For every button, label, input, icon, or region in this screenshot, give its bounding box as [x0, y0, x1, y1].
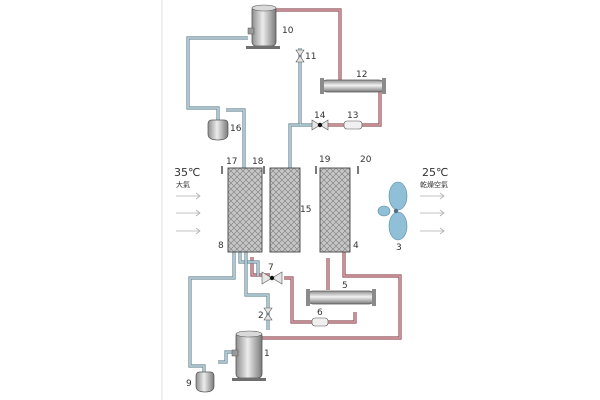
label-18: 18 — [252, 157, 264, 167]
expansion-valve-7-icon — [261, 271, 283, 285]
sensor-markers — [221, 166, 359, 174]
label-9: 9 — [186, 379, 192, 389]
label-11: 11 — [305, 52, 316, 62]
outlet-caption: 乾燥空氣 — [420, 180, 448, 189]
compressor-top-icon — [246, 4, 280, 49]
heat-exchanger-8-icon — [227, 167, 263, 253]
heat-exchanger-15-icon — [269, 167, 301, 253]
label-7: 7 — [268, 263, 274, 273]
label-2: 2 — [258, 311, 264, 321]
receiver-tank-9-icon — [195, 371, 215, 393]
compressor-bottom-icon — [231, 330, 266, 381]
label-19: 19 — [319, 155, 331, 165]
label-14: 14 — [314, 111, 326, 121]
valve-2-icon — [263, 307, 273, 321]
label-16: 16 — [230, 124, 242, 134]
shell-tube-exchanger-5-icon — [306, 289, 376, 306]
label-6: 6 — [317, 308, 323, 318]
filter-6-icon — [311, 317, 329, 327]
outlet-arrows — [420, 192, 445, 235]
valve-icon — [295, 49, 305, 63]
label-17: 17 — [226, 157, 237, 167]
label-8: 8 — [218, 241, 224, 251]
label-10: 10 — [282, 26, 294, 36]
label-4: 4 — [353, 241, 359, 251]
fan-icon — [377, 181, 408, 241]
inlet-temperature: 35℃ — [174, 166, 200, 179]
hot-pipes — [250, 8, 402, 340]
label-3: 3 — [396, 243, 402, 253]
inlet-caption: 大氣 — [176, 180, 190, 189]
cold-pipes — [186, 36, 314, 372]
filter-icon — [343, 120, 363, 130]
label-1: 1 — [264, 349, 270, 359]
label-5: 5 — [342, 281, 348, 291]
label-20: 20 — [360, 155, 372, 165]
label-15: 15 — [300, 205, 311, 215]
receiver-tank-icon — [207, 119, 229, 141]
label-13: 13 — [347, 111, 358, 121]
outlet-temperature: 25℃ — [422, 166, 448, 179]
heat-exchanger-4-icon — [319, 167, 351, 253]
label-12: 12 — [356, 70, 367, 80]
expansion-valve-icon — [311, 119, 329, 131]
inlet-arrows — [176, 192, 201, 235]
shell-tube-exchanger-12-icon — [320, 78, 386, 94]
